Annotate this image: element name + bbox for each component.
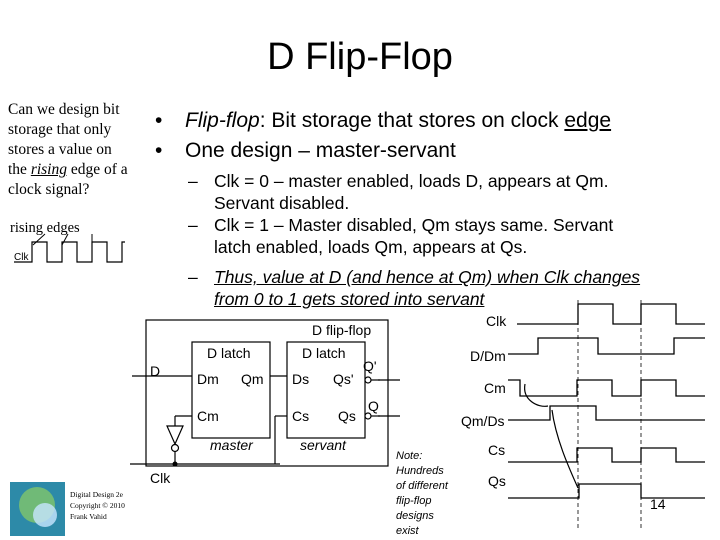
dash: – <box>188 267 198 287</box>
master-label: master <box>210 437 253 453</box>
clk-input-label: Clk <box>150 470 171 486</box>
timing-cm-label: Cm <box>484 380 506 396</box>
sub-line: from 0 to 1 gets stored into servant <box>214 289 485 309</box>
timing-qs-label: Qs <box>488 473 506 489</box>
side-text: edge of a <box>67 161 128 178</box>
qprime-output-label: Q' <box>363 358 377 374</box>
side-line: stores a value on <box>8 141 112 158</box>
term-flipflop: Flip-flop <box>185 109 260 132</box>
side-rising-em: rising <box>30 161 67 178</box>
small-clk-label: Clk <box>14 252 29 263</box>
note-line: Hundreds <box>396 465 444 477</box>
copyright-line: Frank Vahid <box>70 512 107 521</box>
sub-line: Servant disabled. <box>214 193 350 213</box>
timing-qs-wave <box>508 483 705 499</box>
note-line: Note: <box>396 450 423 462</box>
side-line: Can we design bit <box>8 101 120 118</box>
logo-image <box>33 503 57 527</box>
qs-bubble <box>364 412 372 420</box>
note-line: exist <box>396 525 419 537</box>
qsp-label: Qs' <box>333 371 354 387</box>
servant-label: servant <box>300 437 346 453</box>
timing-cm-wave <box>508 379 705 397</box>
dm-label: Dm <box>197 371 219 387</box>
flipflop-box <box>145 319 389 467</box>
sub-bullet-clk0: – Clk = 0 – master enabled, loads D, app… <box>188 170 700 214</box>
dash: – <box>188 215 198 235</box>
latch1-title: D latch <box>207 345 251 361</box>
timing-arrows <box>524 383 579 489</box>
design-note: Note: Hundreds of different flip-flop de… <box>396 449 448 539</box>
master-latch-box <box>191 341 271 439</box>
sub-line: Clk = 1 – Master disabled, Qm stays same… <box>214 215 614 235</box>
side-line: the rising edge of a <box>8 160 168 180</box>
cs-label: Cs <box>292 408 310 424</box>
side-clock-wave <box>14 241 125 263</box>
side-line: clock signal? <box>8 181 90 198</box>
slide-title: D Flip-Flop <box>267 36 453 78</box>
timing-cs-label: Cs <box>488 442 506 458</box>
copyright-line: Copyright © 2010 <box>70 501 125 510</box>
dash: – <box>188 171 198 191</box>
sub-line: latch enabled, loads Qm, appears at Qs. <box>214 237 528 257</box>
sub-line: Thus, value at D (and hence at Qm) when … <box>214 267 641 287</box>
timing-qmds-label: Qm/Ds <box>461 413 505 429</box>
edge-word: edge <box>564 109 612 132</box>
timing-ddm-wave <box>508 337 705 355</box>
sub-bullet-clk1: – Clk = 1 – Master disabled, Qm stays sa… <box>188 214 700 258</box>
note-line: designs <box>396 510 434 522</box>
qs-label: Qs <box>338 408 356 424</box>
d-input-label: D <box>150 363 161 379</box>
note-line: of different <box>396 480 448 492</box>
bullet-dot: • <box>155 109 163 132</box>
q-output-label: Q <box>368 398 379 414</box>
bullet-text: : Bit storage that stores on clock <box>259 109 565 132</box>
qsp-bubble <box>364 376 372 384</box>
clk-junction <box>172 461 178 467</box>
timing-clk-label: Clk <box>486 313 507 329</box>
copyright-text: Digital Design 2e Copyright © 2010 Frank… <box>70 489 125 522</box>
rising-edge-arrows <box>32 233 93 246</box>
bullet-dot: • <box>155 139 163 162</box>
note-line: flip-flop <box>396 495 432 507</box>
rising-edges-label: rising edges <box>10 220 80 236</box>
timing-ddm-label: D/Dm <box>470 348 506 364</box>
timing-guides <box>577 300 642 530</box>
servant-latch-box <box>286 341 366 439</box>
bullet-master-servant: • One design – master-servant <box>155 139 456 163</box>
sub-line: Clk = 0 – master enabled, loads D, appea… <box>214 171 609 191</box>
timing-diagram <box>508 303 705 499</box>
side-line: storage that only <box>8 121 112 138</box>
timing-cs-wave <box>508 447 705 463</box>
copyright-line: Digital Design 2e <box>70 490 123 499</box>
ds-label: Ds <box>292 371 310 387</box>
page-number: 14 <box>650 496 666 512</box>
sub-bullet-thus: – Thus, value at D (and hence at Qm) whe… <box>188 266 710 310</box>
side-text: the <box>8 161 31 178</box>
flipflop-title: D flip-flop <box>312 322 372 338</box>
inverter-bubble <box>170 443 180 453</box>
cm-label: Cm <box>197 408 219 424</box>
side-question: Can we design bit storage that only stor… <box>8 100 168 200</box>
latch2-title: D latch <box>302 345 346 361</box>
timing-clk-wave <box>517 303 705 325</box>
bullet-text: One design – master-servant <box>185 139 456 162</box>
timing-qmds-wave <box>508 405 705 421</box>
qm-label: Qm <box>241 371 264 387</box>
bullet-flipflop: • Flip-flop: Bit storage that stores on c… <box>155 109 611 133</box>
